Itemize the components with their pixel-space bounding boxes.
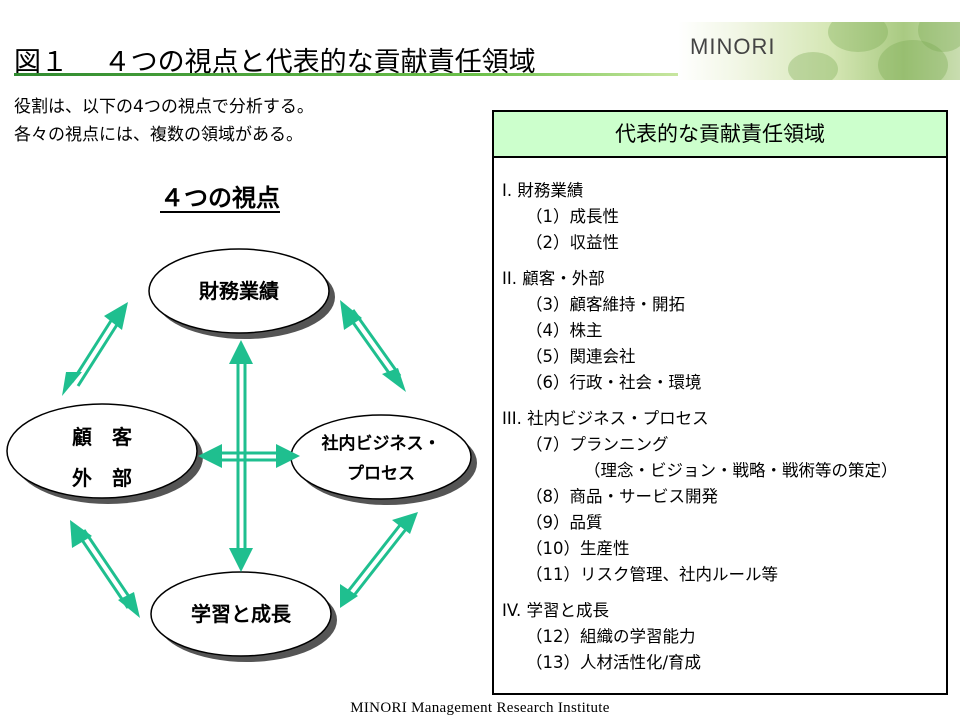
logo-text: MINORI bbox=[690, 34, 776, 59]
title-rule bbox=[14, 73, 678, 76]
list-item: （9）品質 bbox=[526, 513, 603, 532]
intro-line-2: 各々の視点には、複数の領域がある。 bbox=[14, 125, 303, 145]
responsibility-panel: 代表的な貢献責任領域 I. 財務業績 （1）成長性 （2）収益性 II. 顧客・… bbox=[492, 110, 948, 695]
arrowhead bbox=[198, 444, 222, 468]
arrow-financial-customer-a bbox=[70, 315, 116, 383]
section-learning: IV. 学習と成長 （12）組織の学習能力 （13）人材活性化/育成 bbox=[502, 598, 946, 676]
arrowhead bbox=[340, 584, 358, 608]
list-item: （11）リスク管理、社内ルール等 bbox=[526, 565, 778, 584]
arrow-financial-internal-a bbox=[345, 313, 396, 381]
section-title: I. 財務業績 bbox=[502, 181, 584, 200]
list-item: （13）人材活性化/育成 bbox=[526, 653, 702, 672]
panel-header: 代表的な貢献責任領域 bbox=[494, 112, 946, 158]
section-title: III. 社内ビジネス・プロセス bbox=[502, 409, 709, 428]
financial-node bbox=[148, 248, 330, 334]
node-internal-label-1: 社内ビジネス・ bbox=[321, 434, 441, 454]
customer-node bbox=[6, 403, 198, 499]
arrowhead bbox=[392, 512, 418, 534]
footer-text: MINORI Management Research Institute bbox=[350, 700, 610, 716]
arrowhead bbox=[62, 372, 82, 396]
minori-logo: MINORI bbox=[690, 34, 775, 60]
header-banner bbox=[678, 22, 960, 80]
viewpoints-title: ４つの視点 bbox=[160, 184, 280, 212]
list-item: （5）関連会社 bbox=[526, 347, 636, 366]
arrow-customer-learning-a bbox=[76, 533, 130, 609]
list-item: （2）収益性 bbox=[526, 233, 619, 252]
arrowhead bbox=[382, 368, 406, 392]
list-item: （12）組織の学習能力 bbox=[526, 627, 696, 646]
arrow-financial-internal-b bbox=[351, 309, 402, 377]
node-financial-label: 財務業績 bbox=[199, 279, 279, 303]
list-item: （7）プランニング bbox=[526, 435, 669, 454]
arrow-internal-learning-a bbox=[350, 523, 412, 599]
section-title: IV. 学習と成長 bbox=[502, 601, 610, 620]
arrowhead bbox=[229, 340, 253, 364]
node-customer-label-2: 外 部 bbox=[72, 466, 132, 490]
arrowhead bbox=[340, 300, 362, 330]
section-title: II. 顧客・外部 bbox=[502, 269, 605, 288]
page-title: 図１ ４つの視点と代表的な貢献責任領域 bbox=[14, 47, 536, 78]
list-item: （1）成長性 bbox=[526, 207, 619, 226]
node-customer-label-1: 顧 客 bbox=[72, 425, 132, 449]
arrow-internal-learning-b bbox=[344, 519, 406, 595]
arrow-financial-customer-b bbox=[76, 319, 122, 387]
arrowhead bbox=[118, 592, 140, 618]
arrowhead bbox=[276, 444, 300, 468]
arrowhead bbox=[70, 520, 92, 548]
arrow-customer-learning-b bbox=[82, 529, 136, 605]
arrowhead bbox=[229, 548, 253, 572]
section-customer: II. 顧客・外部 （3）顧客維持・開拓 （4）株主 （5）関連会社 （6）行政… bbox=[502, 266, 946, 396]
node-internal-label-2: プロセス bbox=[347, 464, 415, 484]
list-item: （理念・ビジョン・戦略・戦術等の策定） bbox=[584, 461, 898, 480]
panel-body: I. 財務業績 （1）成長性 （2）収益性 II. 顧客・外部 （3）顧客維持・… bbox=[494, 158, 946, 676]
arrowhead bbox=[104, 302, 128, 330]
list-item: （8）商品・サービス開発 bbox=[526, 487, 718, 506]
list-item: （3）顧客維持・開拓 bbox=[526, 295, 685, 314]
section-financial: I. 財務業績 （1）成長性 （2）収益性 bbox=[502, 178, 946, 256]
node-learning-label: 学習と成長 bbox=[191, 602, 291, 626]
intro-line-1: 役割は、以下の4つの視点で分析する。 bbox=[14, 97, 314, 117]
section-internal: III. 社内ビジネス・プロセス （7）プランニング （理念・ビジョン・戦略・戦… bbox=[502, 406, 946, 588]
list-item: （6）行政・社会・環境 bbox=[526, 373, 702, 392]
list-item: （10）生産性 bbox=[526, 539, 630, 558]
intro-text: 役割は、以下の4つの視点で分析する。 各々の視点には、複数の領域がある。 bbox=[14, 93, 314, 149]
list-item: （4）株主 bbox=[526, 321, 603, 340]
